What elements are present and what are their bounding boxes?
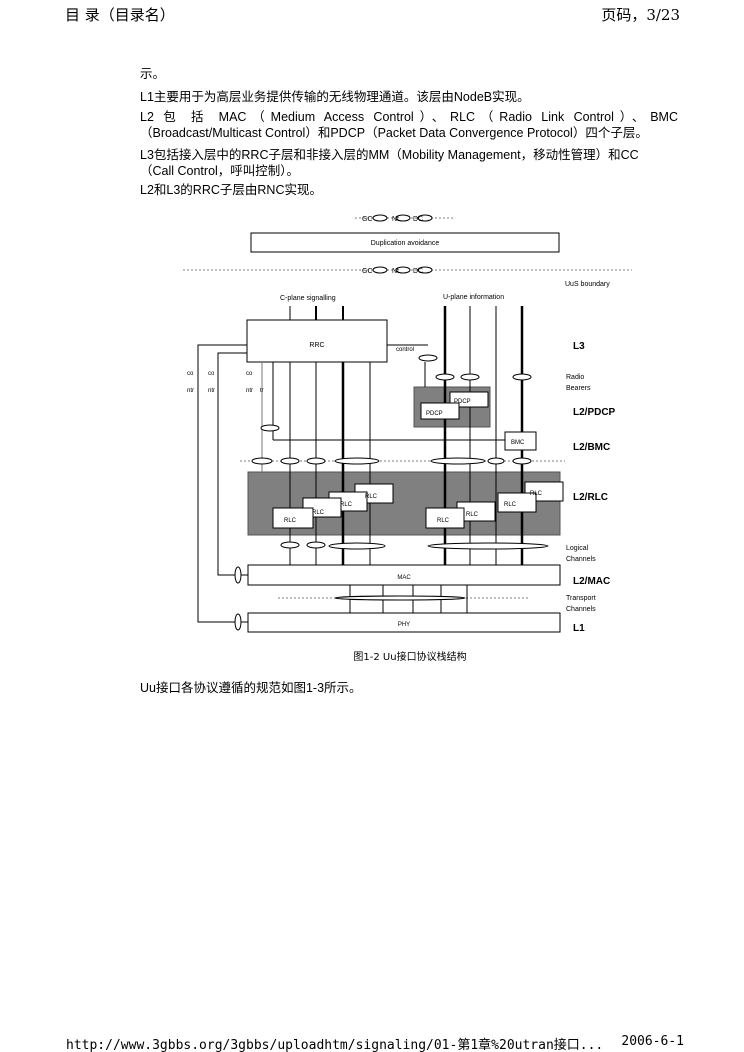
paragraph: Uu接口各协议遵循的规范如图1-3所示。 <box>140 681 362 695</box>
ntr-label: ntr <box>246 388 253 394</box>
pdcp-label: PDCP <box>454 399 471 405</box>
mac-label: MAC <box>397 575 411 581</box>
bmc-label: BMC <box>511 440 525 446</box>
rrc-box <box>246 319 388 363</box>
co-label: co <box>208 371 215 377</box>
rlc-label: RLC <box>340 502 353 508</box>
paragraph: L2 包 括 MAC（Medium Access Control）、RLC（Ra… <box>140 110 678 124</box>
rlc-label: RLC <box>530 491 543 497</box>
dc-label: DC <box>413 216 423 223</box>
rlc-label: RLC <box>284 518 297 524</box>
footer-url: http://www.3gbbs.org/3gbbs/uploadhtm/sig… <box>66 1038 604 1052</box>
ntr-label: ntr <box>187 388 194 394</box>
rlc-label: RLC <box>504 502 517 508</box>
l2-rlc-label: L2/RLC <box>573 492 608 503</box>
nt-label: Nt <box>392 216 399 223</box>
duplication-label: Duplication avoidance <box>371 240 440 247</box>
rlc-label: RLC <box>437 518 450 524</box>
rlc-label: RLC <box>312 510 325 516</box>
phy-box <box>247 612 561 633</box>
uu-boundary-label: UuS boundary <box>565 281 610 288</box>
l2-bmc-label: L2/BMC <box>573 442 610 453</box>
pdcp-label: PDCP <box>426 411 443 417</box>
l2-pdcp-label: L2/PDCP <box>573 407 616 418</box>
nt-label: Nt <box>392 268 399 275</box>
control-label: control <box>396 347 414 353</box>
transport-channels-label: Transport <box>566 595 596 602</box>
header-title: 目 录（目录名） <box>65 6 175 24</box>
phy-label: PHY <box>398 622 410 628</box>
uu-protocol-stack-diagram: GC Nt DC Duplication avoidance GC Nt DC … <box>183 214 632 634</box>
cplane-label: C-plane signalling <box>280 295 336 302</box>
radio-bearers-label: Radio <box>566 374 584 381</box>
dc-label: DC <box>413 268 423 275</box>
rrc-label: RRC <box>309 342 324 349</box>
paragraph: L1主要用于为高层业务提供传输的无线物理通道。该层由NodeB实现。 <box>140 90 530 104</box>
logical-channels-label: Channels <box>566 556 596 563</box>
co-label: co <box>187 371 194 377</box>
co-label: co <box>246 371 253 377</box>
transport-channels-label: Channels <box>566 606 596 613</box>
rlc-label: RLC <box>365 494 378 500</box>
paragraph: 示。 <box>140 67 166 81</box>
paragraph: （Broadcast/Multicast Control）和PDCP（Packe… <box>140 126 648 140</box>
duplication-avoidance-box <box>250 232 560 253</box>
l2-mac-label: L2/MAC <box>573 576 610 587</box>
l1-label: L1 <box>573 623 585 634</box>
page-number: 页码，3/23 <box>601 6 680 24</box>
gc-label: GC <box>362 216 373 223</box>
tr-label: tr <box>260 388 264 394</box>
paragraph: L2和L3的RRC子层由RNC实现。 <box>140 183 322 197</box>
paragraph: L3包括接入层中的RRC子层和非接入层的MM（Mobility Manageme… <box>140 148 639 162</box>
footer: http://www.3gbbs.org/3gbbs/uploadhtm/sig… <box>66 1034 684 1052</box>
figure-caption: 图1-2 Uu接口协议栈结构 <box>353 652 467 663</box>
logical-channels-label: Logical <box>566 545 589 552</box>
mac-box <box>247 564 561 586</box>
radio-bearers-label: Bearers <box>566 385 591 392</box>
uplane-label: U-plane information <box>443 294 504 301</box>
l3-label: L3 <box>573 341 585 352</box>
ntr-label: ntr <box>208 388 215 394</box>
bmc-box <box>504 431 537 451</box>
footer-date: 2006-6-1 <box>621 1034 684 1049</box>
gc-label: GC <box>362 268 373 275</box>
rlc-label: RLC <box>466 512 479 518</box>
paragraph: （Call Control，呼叫控制）。 <box>140 164 300 178</box>
